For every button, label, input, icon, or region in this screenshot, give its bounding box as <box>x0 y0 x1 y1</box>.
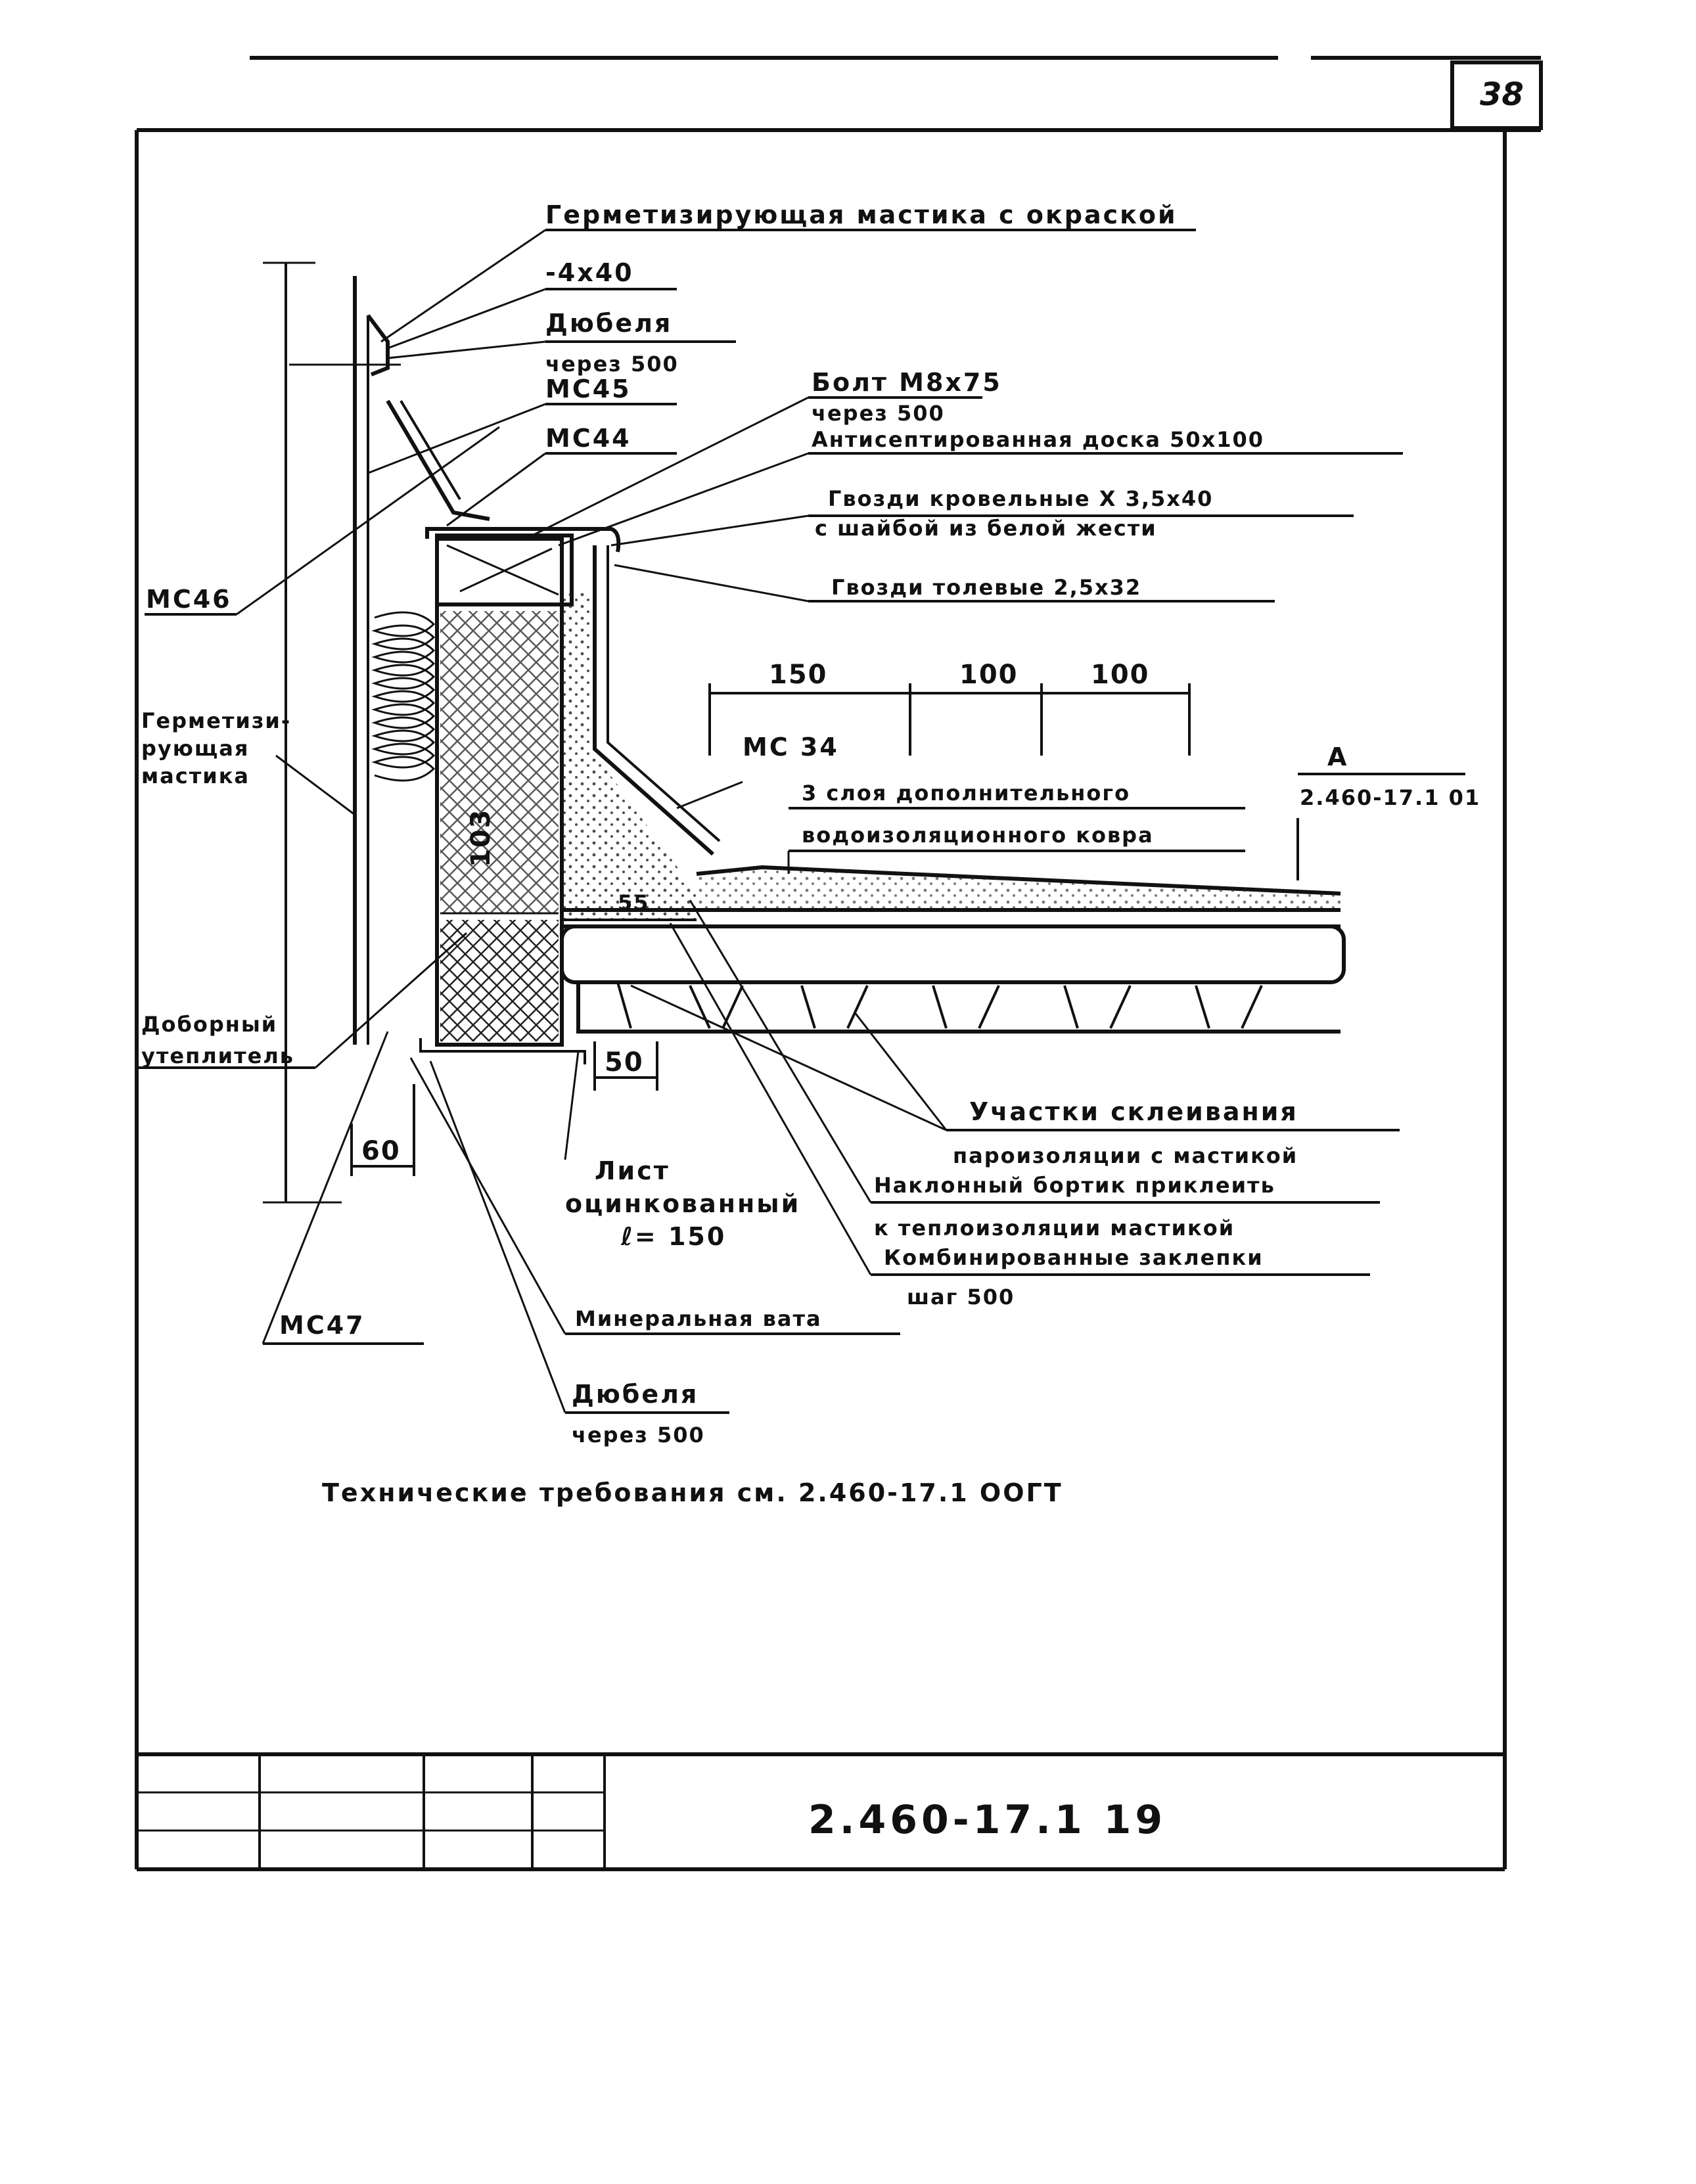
callout-mc46: МС46 <box>146 585 232 614</box>
technical-requirements-note: Технические требования см. 2.460-17.1 ОО… <box>322 1478 1063 1507</box>
callout-texts: Герметизирующая мастика с окраской -4х40… <box>141 200 1298 1507</box>
callout-glue-areas-1: Участки склеивания <box>969 1097 1298 1126</box>
dim-150: 150 <box>769 660 828 690</box>
parapet-block: 103 <box>435 537 564 1047</box>
callout-bolt-1: Болт М8х75 <box>812 368 1002 397</box>
dim-103: 103 <box>466 809 496 868</box>
callout-sealing-mastic-3: мастика <box>141 763 250 788</box>
roof-slab <box>560 924 1346 1034</box>
callout-felt-nails: Гвозди толевые 2,5х32 <box>831 575 1141 600</box>
page-number-box: 38 <box>1450 60 1543 130</box>
callout-mineral-wool: Минеральная вата <box>575 1306 822 1331</box>
ref-a-letter: А <box>1327 742 1348 771</box>
callout-mc47: МС47 <box>279 1311 365 1340</box>
callout-sealing-mastic-paint: Герметизирующая мастика с окраской <box>545 200 1178 229</box>
title-block: 2.460-17.1 19 <box>137 1754 1166 1869</box>
antiseptic-board <box>435 534 574 606</box>
roof-membrane <box>562 865 1341 928</box>
callout-roof-nails-2: с шайбой из белой жести <box>815 516 1157 541</box>
callout-sloped-2: к теплоизоляции мастикой <box>874 1216 1235 1240</box>
callout-sealing-mastic-2: рующая <box>141 736 249 761</box>
sloped-insulation: 55 <box>562 545 721 921</box>
dim-60: 60 <box>361 1136 401 1166</box>
callout-sheet-3: ℓ= 150 <box>620 1222 726 1251</box>
callout-layers-2: водоизоляционного ковра <box>802 823 1154 848</box>
callout-strip: -4х40 <box>545 258 634 287</box>
callout-mc34: МС 34 <box>743 733 839 762</box>
dim-100-b: 100 <box>1091 660 1150 690</box>
leader-lines <box>138 229 1403 1414</box>
callout-rivets-1: Комбинированные заклепки <box>884 1245 1264 1270</box>
ref-a-code: 2.460-17.1 01 <box>1300 785 1480 810</box>
callout-glue-areas-2: пароизоляции с мастикой <box>953 1143 1298 1168</box>
callout-sealing-mastic-1: Герметизи- <box>141 708 291 733</box>
callout-roof-nails-1: Гвозди кровельные Х 3,5х40 <box>828 486 1213 511</box>
dim-100-a: 100 <box>959 660 1019 690</box>
sheet-frame <box>135 56 1541 1871</box>
callout-dowels-bot-1: Дюбеля <box>572 1380 699 1409</box>
callout-bolt-2: через 500 <box>812 401 945 426</box>
callout-sheet-1: Лист <box>595 1156 670 1185</box>
page-number: 38 <box>1480 76 1524 113</box>
dim-lines: 150 100 100 50 60 <box>350 660 1191 1176</box>
mineral-wool <box>371 611 436 782</box>
callout-sheet-2: оцинкованный <box>565 1189 800 1218</box>
callout-extra-insul-2: утеплитель <box>141 1043 294 1068</box>
callout-extra-insul-1: Доборный <box>141 1012 277 1037</box>
section-ref-a: А 2.460-17.1 01 <box>1296 742 1480 880</box>
callout-mc45: МС45 <box>545 375 631 403</box>
callout-rivets-2: шаг 500 <box>907 1285 1015 1309</box>
callout-layers-1: 3 слоя дополнительного <box>802 781 1130 806</box>
callout-sloped-1: Наклонный бортик приклеить <box>874 1173 1275 1198</box>
callout-dowels-bot-2: через 500 <box>572 1422 705 1447</box>
stamp-code: 2.460-17.1 19 <box>808 1797 1166 1843</box>
metal-flashing <box>419 527 621 1064</box>
dim-50: 50 <box>605 1047 644 1078</box>
wall-section <box>263 262 490 1204</box>
callout-dowels-top-2: через 500 <box>545 352 679 376</box>
callout-dowels-top-1: Дюбеля <box>545 309 672 338</box>
callout-mc44: МС44 <box>545 424 631 453</box>
callout-board: Антисептированная доска 50х100 <box>812 427 1264 452</box>
